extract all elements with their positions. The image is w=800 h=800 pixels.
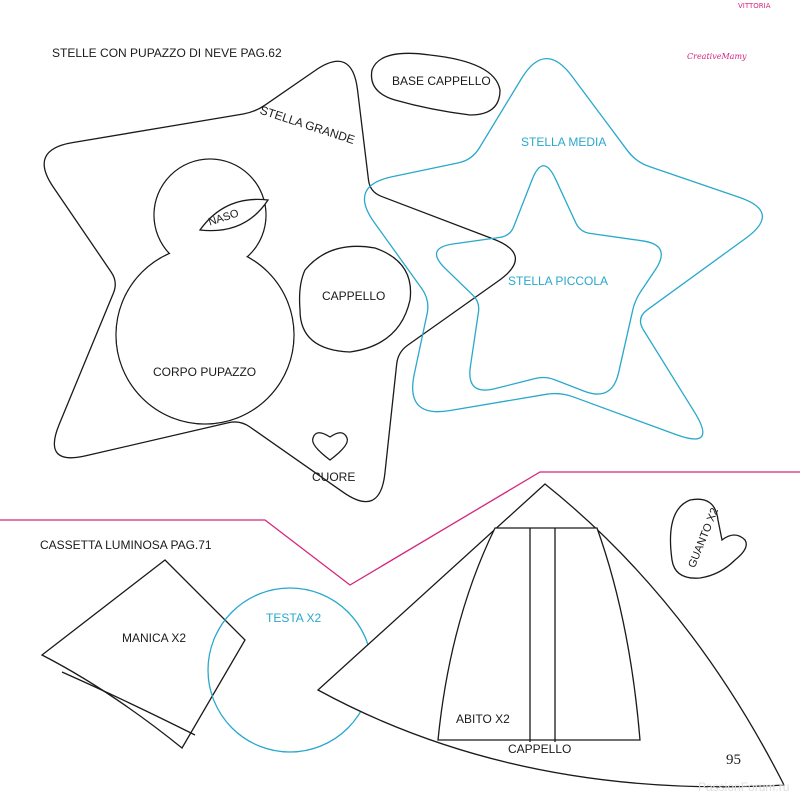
label-stella-media: STELLA MEDIA bbox=[521, 135, 607, 149]
label-cappello-cone: CAPPELLO bbox=[508, 742, 572, 756]
stella-media-shape bbox=[363, 58, 763, 440]
label-testa: TESTA X2 bbox=[266, 611, 322, 625]
manica-hem-line bbox=[61, 671, 196, 736]
label-manica: MANICA X2 bbox=[122, 631, 187, 645]
section-heading-stelle: STELLE CON PUPAZZO DI NEVE PAG.62 bbox=[52, 46, 282, 60]
section-heading-cassetta: CASSETTA LUMINOSA PAG.71 bbox=[40, 538, 212, 552]
cappello-small-shape bbox=[298, 245, 412, 353]
guanto-shape bbox=[669, 498, 747, 579]
abito-shape bbox=[437, 527, 641, 741]
label-cuore: CUORE bbox=[312, 470, 356, 484]
logo-vertical-text: VITTORIA bbox=[738, 2, 771, 10]
stella-grande-shape bbox=[43, 60, 517, 503]
base-cappello-shape bbox=[370, 52, 501, 116]
logo: CreativeMamy bbox=[687, 52, 747, 61]
manica-shape bbox=[40, 559, 246, 749]
abito-center-strip bbox=[529, 528, 556, 742]
naso-shape bbox=[198, 198, 270, 232]
label-cappello-small: CAPPELLO bbox=[322, 289, 386, 303]
page-number: 95 bbox=[726, 752, 741, 768]
label-corpo-pupazzo: CORPO PUPAZZO bbox=[153, 365, 257, 379]
label-stella-piccola: STELLA PICCOLA bbox=[508, 274, 609, 288]
cuore-shape bbox=[311, 432, 349, 461]
stella-piccola-shape bbox=[435, 165, 662, 395]
corpo-pupazzo-shape bbox=[115, 158, 295, 425]
section-divider-line bbox=[0, 471, 800, 586]
label-abito: ABITO X2 bbox=[456, 712, 510, 726]
label-base-cappello: BASE CAPPELLO bbox=[392, 74, 491, 88]
watermark: PassionForum.ru bbox=[698, 780, 790, 794]
